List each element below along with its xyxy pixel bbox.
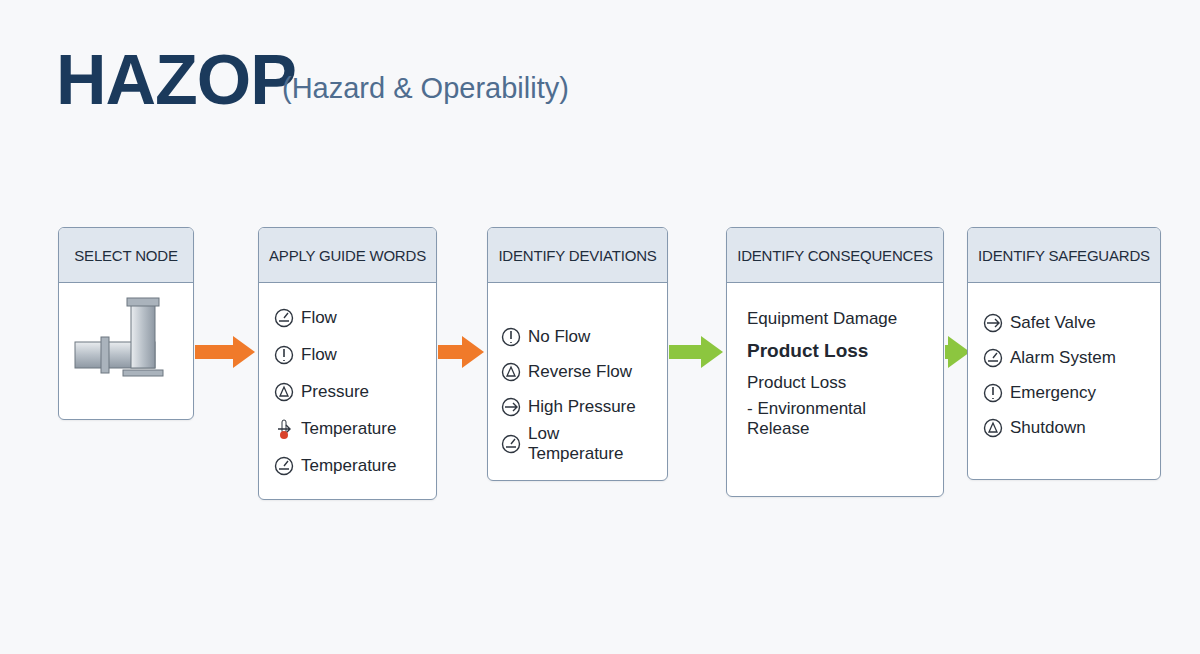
item-row: Low Temperature [500, 424, 657, 464]
process-box: IDENTIFY SAFEGUARDS Safet ValveAlarm Syst… [967, 227, 1161, 480]
item-text: Shutdown [1010, 418, 1086, 438]
item-list: Safet ValveAlarm SystemEmergencyShutdown [968, 283, 1160, 459]
process-box: APPLY GUIDE WORDSFlowFlowPressureTempera… [258, 227, 437, 500]
item-text: Product Loss [747, 373, 846, 393]
item-row: Equipment Damage [747, 303, 933, 335]
item-text: Temperature [301, 456, 396, 476]
item-text: Low Temperature [528, 424, 657, 464]
box-header: IDENTIFY SAFEGUARDS [968, 228, 1160, 283]
flow-arrow [195, 345, 234, 359]
item-row: Alarm System [982, 340, 1150, 375]
item-row: Pressure [273, 373, 426, 410]
item-text: Flow [301, 345, 337, 365]
item-icon [982, 417, 1004, 439]
item-text: Reverse Flow [528, 362, 632, 382]
item-text: Equipment Damage [747, 309, 897, 329]
item-icon [273, 344, 295, 366]
item-icon [273, 381, 295, 403]
item-text: Temperature [301, 419, 396, 439]
flow-arrow [438, 345, 463, 359]
title: HAZOP [56, 40, 296, 120]
item-row: Product Loss [747, 367, 933, 399]
item-icon [273, 418, 295, 440]
item-icon [982, 347, 1004, 369]
process-box: IDENTIFY CONSEQUENCES Equipment DamagePro… [726, 227, 944, 497]
item-row: Emergency [982, 375, 1150, 410]
item-text: Flow [301, 308, 337, 328]
flow-arrow [669, 345, 702, 359]
subtitle: (Hazard & Operability) [282, 72, 569, 105]
item-list: No FlowReverse FlowHigh PressureLow Temp… [488, 283, 667, 478]
item-icon [273, 455, 295, 477]
process-box: IDENTIFY DEVIATIONS No FlowReverse FlowHi… [487, 227, 668, 481]
item-icon [500, 433, 522, 455]
item-row: No Flow [500, 319, 657, 354]
box-header: IDENTIFY CONSEQUENCES [727, 228, 943, 283]
item-icon [273, 307, 295, 329]
item-list [59, 283, 193, 315]
item-text: Product Loss [747, 340, 868, 362]
item-icon [500, 396, 522, 418]
process-box: SELECT NODE [58, 227, 194, 420]
item-text: No Flow [528, 327, 590, 347]
item-icon [500, 326, 522, 348]
item-row: Flow [273, 336, 426, 373]
item-row: - Environmental Release [747, 399, 933, 439]
item-icon [982, 312, 1004, 334]
item-list: FlowFlowPressureTemperatureTemperature [259, 283, 436, 498]
item-row: Temperature [273, 447, 426, 484]
item-text: - Environmental Release [747, 399, 933, 439]
item-icon [982, 382, 1004, 404]
item-row: Shutdown [982, 410, 1150, 445]
item-list: Equipment DamageProduct LossProduct Loss… [727, 283, 943, 453]
pipe-illustration [67, 290, 187, 410]
box-title: SELECT NODE [74, 247, 177, 264]
item-row: Reverse Flow [500, 354, 657, 389]
box-header: APPLY GUIDE WORDS [259, 228, 436, 283]
item-row: High Pressure [500, 389, 657, 424]
item-row: Product Loss [747, 335, 933, 367]
box-title: IDENTIFY DEVIATIONS [498, 247, 656, 264]
box-header: SELECT NODE [59, 228, 193, 283]
box-title: IDENTIFY SAFEGUARDS [978, 247, 1150, 264]
box-header: IDENTIFY DEVIATIONS [488, 228, 667, 283]
item-row: Flow [273, 299, 426, 336]
flow-arrow [945, 345, 949, 359]
item-row: Safet Valve [982, 305, 1150, 340]
item-text: Safet Valve [1010, 313, 1096, 333]
box-title: APPLY GUIDE WORDS [269, 247, 426, 264]
item-text: Pressure [301, 382, 369, 402]
item-row: Temperature [273, 410, 426, 447]
box-title: IDENTIFY CONSEQUENCES [737, 247, 933, 264]
item-text: Emergency [1010, 383, 1096, 403]
item-text: High Pressure [528, 397, 636, 417]
item-icon [500, 361, 522, 383]
item-text: Alarm System [1010, 348, 1116, 368]
